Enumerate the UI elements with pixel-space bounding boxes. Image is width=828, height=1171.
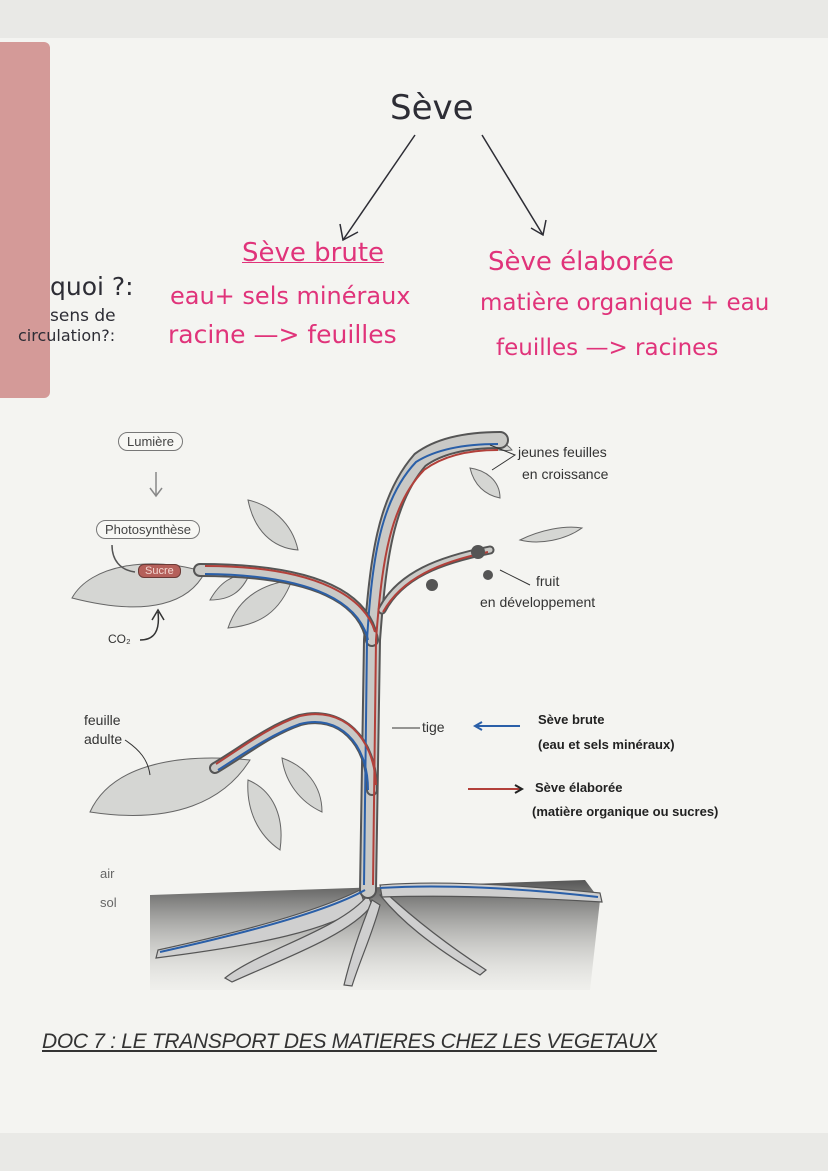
leaf-label-2: adulte [84,731,123,747]
legend-raw-title: Sève brute [538,712,605,727]
stem [193,431,509,899]
header-arrows [339,134,547,242]
elaborated-sap-title: Sève élaborée [488,247,674,277]
question-what: quoi ?: [50,272,134,301]
stem-label: tige [422,719,445,735]
legend-elaborated-desc: (matière organique ou sucres) [532,804,719,819]
question-direction-2: circulation?: [18,326,116,345]
fruits [426,545,493,591]
elaborated-sap-direction: feuilles —> racines [496,335,719,361]
fruit-label-2: en développement [480,594,596,610]
legend-lines [468,721,525,794]
sugar-link [111,544,136,573]
photosynthesis-label: Photosynthèse [96,520,201,539]
pointer-lines [124,444,531,776]
leaf-label-1: feuille [84,712,121,728]
light-arrow [149,472,163,498]
air-label: air [100,866,115,881]
sugar-label: Sucre [138,564,181,578]
fruit-label-1: fruit [536,573,560,589]
legend-raw-desc: (eau et sels minéraux) [538,737,675,752]
young-leaves-label-1: jeunes feuilles [518,444,607,460]
light-label: Lumière [118,432,183,451]
sap-flow-lines [159,443,599,953]
legend-elaborated-title: Sève élaborée [535,780,623,795]
question-direction-1: sens de [50,306,116,326]
leaves [71,439,584,851]
page-tab [0,42,50,398]
co2-arrow [139,608,165,641]
elaborated-sap-content: matière organique + eau [480,290,770,316]
sap-title: Sève [390,88,474,128]
raw-sap-content: eau+ sels minéraux [170,282,411,310]
raw-sap-title: Sève brute [242,238,385,268]
raw-sap-direction: racine —> feuilles [168,320,397,349]
document-caption: DOC 7 : LE TRANSPORT DES MATIERES CHEZ L… [42,1030,657,1053]
co2-label: CO₂ [108,632,131,646]
soil-label: sol [100,895,117,910]
young-leaves-label-2: en croissance [522,466,609,482]
